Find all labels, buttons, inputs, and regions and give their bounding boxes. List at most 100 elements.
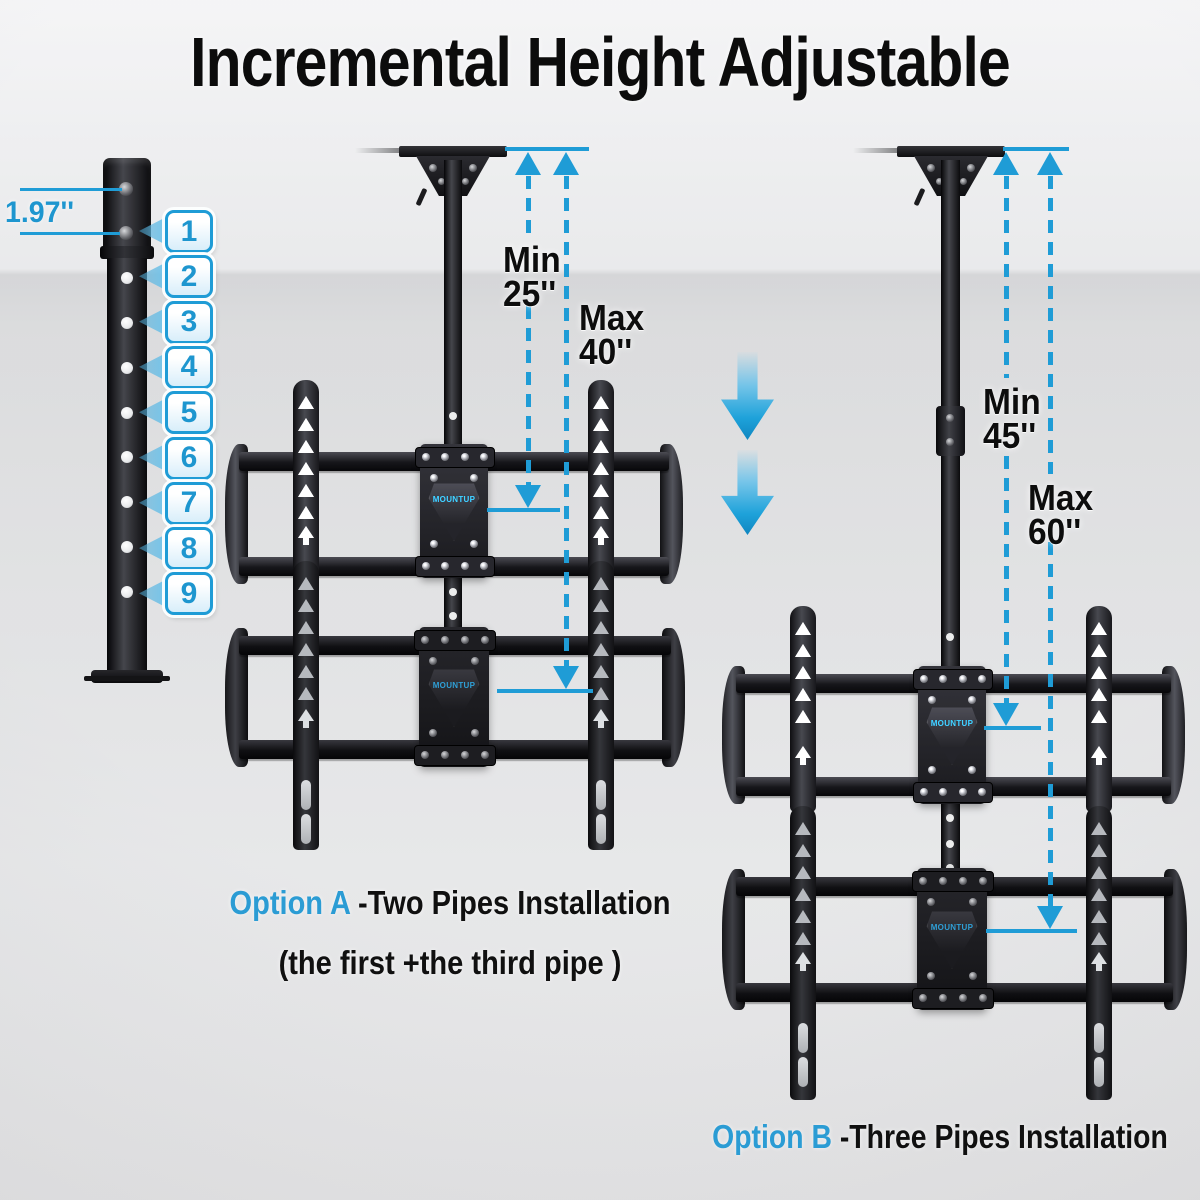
screw-icon	[429, 657, 437, 665]
screw-icon	[927, 898, 935, 906]
dimension-arrow-up-icon	[1037, 152, 1063, 175]
option-a-caption-rest: -Two Pipes Installation	[349, 884, 671, 921]
vesa-hole-icon	[795, 844, 811, 857]
vesa-hole-icon	[1091, 822, 1107, 835]
pipe-hole	[121, 272, 133, 284]
bracket-end-cap	[1164, 869, 1187, 1010]
pipe-position-badge: 9	[165, 572, 213, 616]
screw-icon	[471, 729, 479, 737]
vesa-hole-icon	[593, 577, 609, 590]
page-title: Incremental Height Adjustable	[190, 23, 1011, 101]
screw-icon	[960, 178, 967, 185]
pipe-hole	[449, 612, 457, 620]
ceiling-plate	[399, 146, 507, 157]
pipe-position-badge: 4	[165, 345, 213, 389]
brand-logo-text: MOUNTUP	[930, 923, 974, 932]
pipe-hole	[121, 496, 133, 508]
screw-icon	[959, 877, 967, 885]
strip-slot	[301, 780, 311, 810]
screw-icon	[978, 788, 986, 796]
screw-icon	[119, 182, 133, 196]
screw-icon	[919, 994, 927, 1002]
screw-icon	[422, 562, 430, 570]
screw-icon	[441, 636, 449, 644]
option-b-caption-rest: -Three Pipes Installation	[831, 1118, 1168, 1155]
vesa-hole-icon	[1091, 844, 1107, 857]
dimension-dashed-line	[1047, 176, 1053, 474]
gauge-dimension-line	[20, 188, 122, 191]
vesa-hole-icon	[593, 643, 609, 656]
screw-icon	[919, 877, 927, 885]
up-arrow-stem	[800, 964, 806, 971]
plate-flange	[415, 447, 495, 468]
vesa-hole-icon	[298, 665, 314, 678]
max-value: 40''	[579, 330, 633, 372]
dimension-arrow-down-icon	[993, 703, 1019, 726]
screw-icon	[460, 453, 469, 461]
plate-flange	[913, 669, 993, 690]
strip-slot	[596, 814, 606, 844]
dimension-arrow-down-icon	[515, 485, 541, 508]
option-a-caption-sub: (the first +the third pipe )	[278, 944, 622, 981]
gauge-pipe-upper-tube	[103, 158, 151, 258]
bracket-end-cap	[225, 628, 248, 767]
strip-slot	[798, 1057, 808, 1087]
vesa-strip	[1086, 606, 1112, 812]
vesa-hole-icon	[1091, 710, 1107, 723]
plate-flange	[912, 988, 994, 1009]
screw-icon	[979, 877, 987, 885]
vesa-hole-icon	[593, 396, 609, 409]
pipe-hole	[449, 412, 457, 420]
screw-icon	[441, 751, 449, 759]
screw-icon	[422, 453, 430, 461]
screw-icon	[936, 178, 943, 185]
dimension-line	[505, 147, 589, 151]
screw-icon	[928, 766, 936, 774]
strip-slot	[1094, 1023, 1104, 1053]
vesa-hole-icon	[795, 866, 811, 879]
vesa-hole-icon	[795, 888, 811, 901]
up-arrow-stem	[1096, 758, 1102, 765]
vesa-hole-icon	[795, 644, 811, 657]
vesa-hole-icon	[795, 688, 811, 701]
vesa-hole-icon	[1091, 932, 1107, 945]
option-a-caption: Option A -Two Pipes Installation	[195, 884, 705, 922]
screw-icon	[958, 788, 967, 796]
brand-logo-text: MOUNTUP	[930, 719, 974, 728]
screw-icon	[470, 474, 478, 482]
up-arrow-icon	[593, 709, 609, 721]
screw-icon	[946, 414, 954, 422]
vesa-hole-icon	[298, 506, 314, 519]
dimension-dashed-line	[563, 176, 569, 666]
dimension-arrow-down-icon	[553, 666, 579, 689]
strip-slot	[798, 1023, 808, 1053]
vesa-hole-icon	[1091, 644, 1107, 657]
up-arrow-stem	[303, 721, 309, 728]
min-word: Min	[983, 381, 1041, 422]
screw-icon	[430, 474, 438, 482]
pipe-position-badge: 7	[165, 481, 213, 525]
vesa-hole-icon	[795, 910, 811, 923]
up-arrow-stem	[598, 538, 604, 545]
vesa-hole-icon	[593, 484, 609, 497]
pipe-hole	[449, 588, 457, 596]
ceiling-plate	[897, 146, 1005, 157]
vesa-hole-icon	[593, 599, 609, 612]
screw-icon	[927, 972, 935, 980]
vesa-hole-icon	[795, 666, 811, 679]
up-arrow-icon	[298, 526, 314, 538]
dimension-arrow-up-icon	[993, 152, 1019, 175]
screw-icon	[946, 438, 954, 446]
up-arrow-icon	[593, 526, 609, 538]
pipe-position-badge: 8	[165, 527, 213, 571]
dimension-dashed-line	[1003, 176, 1009, 378]
pipe-hole	[946, 633, 954, 641]
plate-flange	[415, 556, 495, 577]
screw-icon	[429, 164, 437, 172]
gauge-pipe-collar	[100, 246, 154, 259]
min-value: 25''	[503, 272, 557, 314]
dimension-line	[487, 508, 560, 512]
